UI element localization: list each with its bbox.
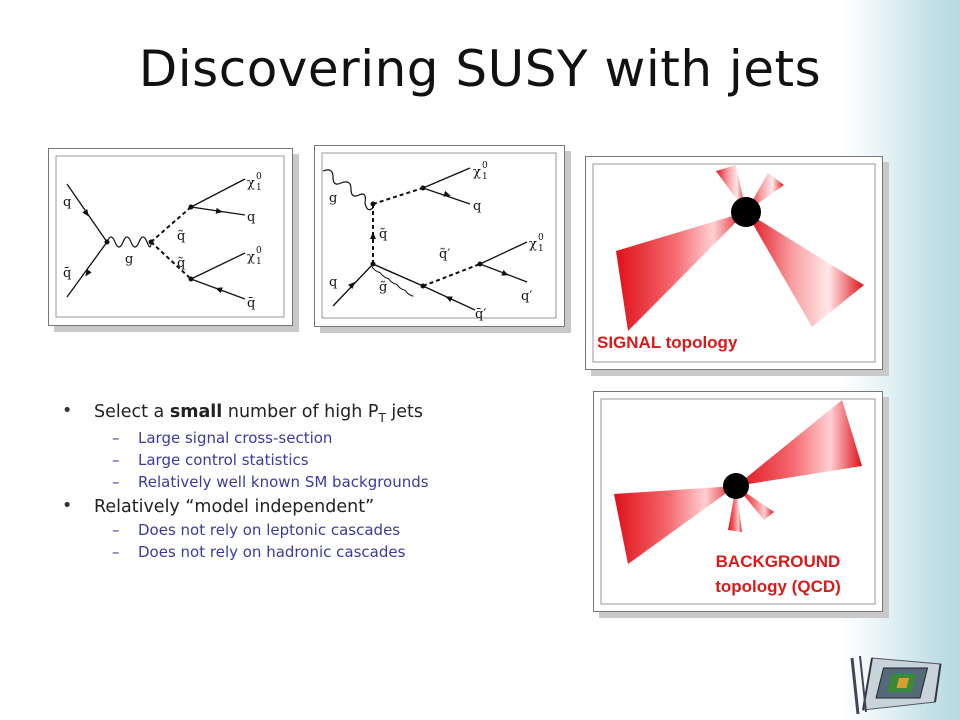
sub-bullet: Does not rely on hadronic cascades <box>60 543 580 561</box>
gluon-line <box>106 236 152 248</box>
sub-bullet: Large signal cross-section <box>60 429 580 447</box>
background-caption-line2: topology (QCD) <box>715 577 841 596</box>
label-qprime-out: q′ <box>521 289 532 304</box>
sub-bullet: Does not rely on leptonic cascades <box>60 521 580 539</box>
background-caption: BACKGROUND topology (QCD) <box>688 549 868 599</box>
background-topology-svg <box>600 398 876 605</box>
svg-text:1: 1 <box>256 183 262 193</box>
label-qbarprime-out: q̄′ <box>475 307 486 322</box>
detector-icon <box>850 655 942 715</box>
squark-top-line <box>150 206 192 243</box>
squark-bottom-line <box>150 241 192 280</box>
feynman-diagram-2-svg: g q q̃ g̃ q̃′ χ 0 1 q χ 0 1 q′ q̄′ <box>321 152 557 322</box>
feynman-diagram-1-svg: q q̄ g q̃ q̃ χ 0 1 q χ 0 1 q̄ <box>55 155 285 318</box>
label-q-in: q <box>63 195 71 210</box>
signal-topology-svg <box>592 163 876 363</box>
bullet-select-jets: Select a small number of high PT jets <box>60 401 580 425</box>
label-q-out-top: q <box>473 199 481 214</box>
label-qbar-out: q̄ <box>247 296 255 311</box>
svg-text:1: 1 <box>482 172 488 182</box>
jet-cone-left <box>614 486 736 564</box>
label-gluon: g <box>125 252 133 267</box>
jet-cone-left <box>616 212 746 331</box>
bullet-list: Select a small number of high PT jets La… <box>60 401 580 561</box>
interaction-vertex <box>731 197 761 227</box>
label-chi-top: χ <box>247 176 255 191</box>
interaction-vertex <box>723 473 749 499</box>
label-q-in: q <box>329 275 337 290</box>
feynman-diagram-squark-pair: q q̄ g q̃ q̃ χ 0 1 q χ 0 1 q̄ <box>48 148 293 326</box>
jet-cone-right <box>736 400 862 486</box>
label-q-out: q <box>247 210 255 225</box>
svg-text:1: 1 <box>256 257 262 267</box>
svg-text:0: 0 <box>482 161 488 171</box>
feynman-diagram-squark-gluino: g q q̃ g̃ q̃′ χ 0 1 q χ 0 1 q′ q̄′ <box>314 145 565 327</box>
label-chi-bottom: χ <box>247 250 255 265</box>
background-topology-panel: BACKGROUND topology (QCD) <box>593 391 883 612</box>
label-chi-mid: χ <box>529 237 537 252</box>
label-chi-top: χ <box>473 165 481 180</box>
label-qbar-in: q̄ <box>63 266 71 281</box>
label-squark-vertical: q̃ <box>379 227 387 242</box>
svg-text:0: 0 <box>256 172 262 182</box>
bullet-model-independent: Relatively “model independent” <box>60 496 580 517</box>
gluino-line <box>372 263 424 287</box>
svg-text:1: 1 <box>538 244 544 254</box>
label-g-in: g <box>329 191 337 206</box>
soft-jet-down <box>728 486 742 532</box>
background-caption-line1: BACKGROUND <box>715 552 841 571</box>
gluon-in-line <box>322 169 374 211</box>
sub-bullet: Large control statistics <box>60 451 580 469</box>
label-squark-top: q̃ <box>177 229 185 244</box>
slide-title: Discovering SUSY with jets <box>138 40 822 98</box>
label-squark-prime: q̃′ <box>439 247 450 262</box>
signal-caption: SIGNAL topology <box>597 333 738 352</box>
label-gluino: g̃ <box>379 280 387 295</box>
label-squark-bottom: q̃ <box>177 256 185 271</box>
signal-topology-panel: SIGNAL topology <box>585 156 883 370</box>
svg-text:0: 0 <box>256 246 262 256</box>
jet-cone-right <box>746 212 864 327</box>
sub-bullet: Relatively well known SM backgrounds <box>60 473 580 491</box>
svg-text:0: 0 <box>538 233 544 243</box>
